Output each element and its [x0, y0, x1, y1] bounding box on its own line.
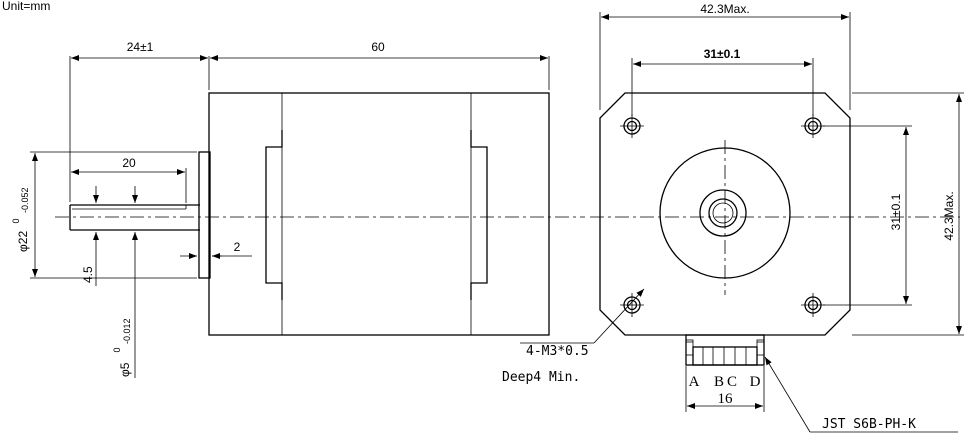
shaft-circle	[708, 198, 738, 228]
svg-text:C: C	[727, 374, 737, 390]
shaft-outer-circle	[699, 189, 747, 237]
svg-text:Deep4 Min.: Deep4 Min.	[502, 370, 580, 385]
svg-text:60: 60	[371, 40, 385, 54]
pin-labels: A B C D	[689, 374, 761, 390]
dim-flange-thickness: 2	[180, 240, 252, 259]
dim-width: 42.3Max.	[599, 2, 851, 110]
dim-shaft-length: 24±1	[69, 40, 210, 202]
dim-flat-depth: 4.5	[81, 186, 99, 286]
dim-hole-spacing-v: 31±0.1	[823, 125, 912, 306]
svg-text:20: 20	[122, 156, 136, 170]
svg-text:B: B	[714, 374, 724, 390]
dim-shaft-diameter: φ5 0 -0.012	[112, 186, 138, 378]
motor-body	[208, 92, 550, 336]
mount-hole-tr	[801, 114, 825, 138]
dim-body-length: 60	[210, 40, 550, 90]
mount-hole-br	[801, 293, 825, 317]
svg-text:31±0.1: 31±0.1	[889, 193, 903, 230]
mount-hole-callout: 4-M3*0.5 Deep4 Min.	[502, 288, 645, 385]
mount-hole-tl	[620, 114, 644, 138]
dim-height: 42.3Max.	[852, 92, 964, 336]
svg-text:42.3Max.: 42.3Max.	[942, 191, 956, 240]
svg-text:16: 16	[718, 391, 734, 407]
svg-text:φ22: φ22	[16, 231, 30, 252]
shaft	[69, 204, 200, 231]
svg-text:A: A	[689, 374, 700, 390]
svg-text:31±0.1: 31±0.1	[704, 47, 741, 61]
svg-text:0: 0	[11, 218, 21, 223]
svg-text:24±1: 24±1	[127, 40, 154, 54]
side-view: 24±1 60 20 2 4.5	[11, 40, 585, 378]
boss-circle	[659, 147, 791, 279]
front-view: 42.3Max. 31±0.1 31±0.1 42.3Max. 4-M	[502, 2, 964, 433]
dim-flat-length: 20	[71, 156, 187, 203]
svg-text:D: D	[750, 374, 761, 390]
svg-text:-0.012: -0.012	[122, 318, 132, 344]
dim-boss-diameter: φ22 0 -0.052	[11, 151, 197, 279]
svg-text:2: 2	[234, 240, 241, 254]
connector-callout: JST S6B-PH-K	[764, 356, 958, 433]
mount-hole-bl	[620, 293, 644, 317]
svg-text:4-M3*0.5: 4-M3*0.5	[526, 344, 589, 359]
dim-connector-width: 16	[685, 366, 765, 412]
unit-label: Unit=mm	[2, 0, 50, 13]
flange-boss	[198, 151, 211, 279]
svg-text:φ5: φ5	[118, 362, 132, 377]
svg-text:4.5: 4.5	[81, 266, 95, 283]
svg-text:0: 0	[112, 347, 122, 352]
front-outline	[599, 92, 851, 336]
svg-text:42.3Max.: 42.3Max.	[700, 2, 749, 16]
dim-hole-spacing-h: 31±0.1	[631, 47, 814, 116]
connector	[685, 334, 765, 366]
svg-text:JST S6B-PH-K: JST S6B-PH-K	[822, 417, 916, 432]
svg-text:-0.052: -0.052	[20, 187, 30, 213]
